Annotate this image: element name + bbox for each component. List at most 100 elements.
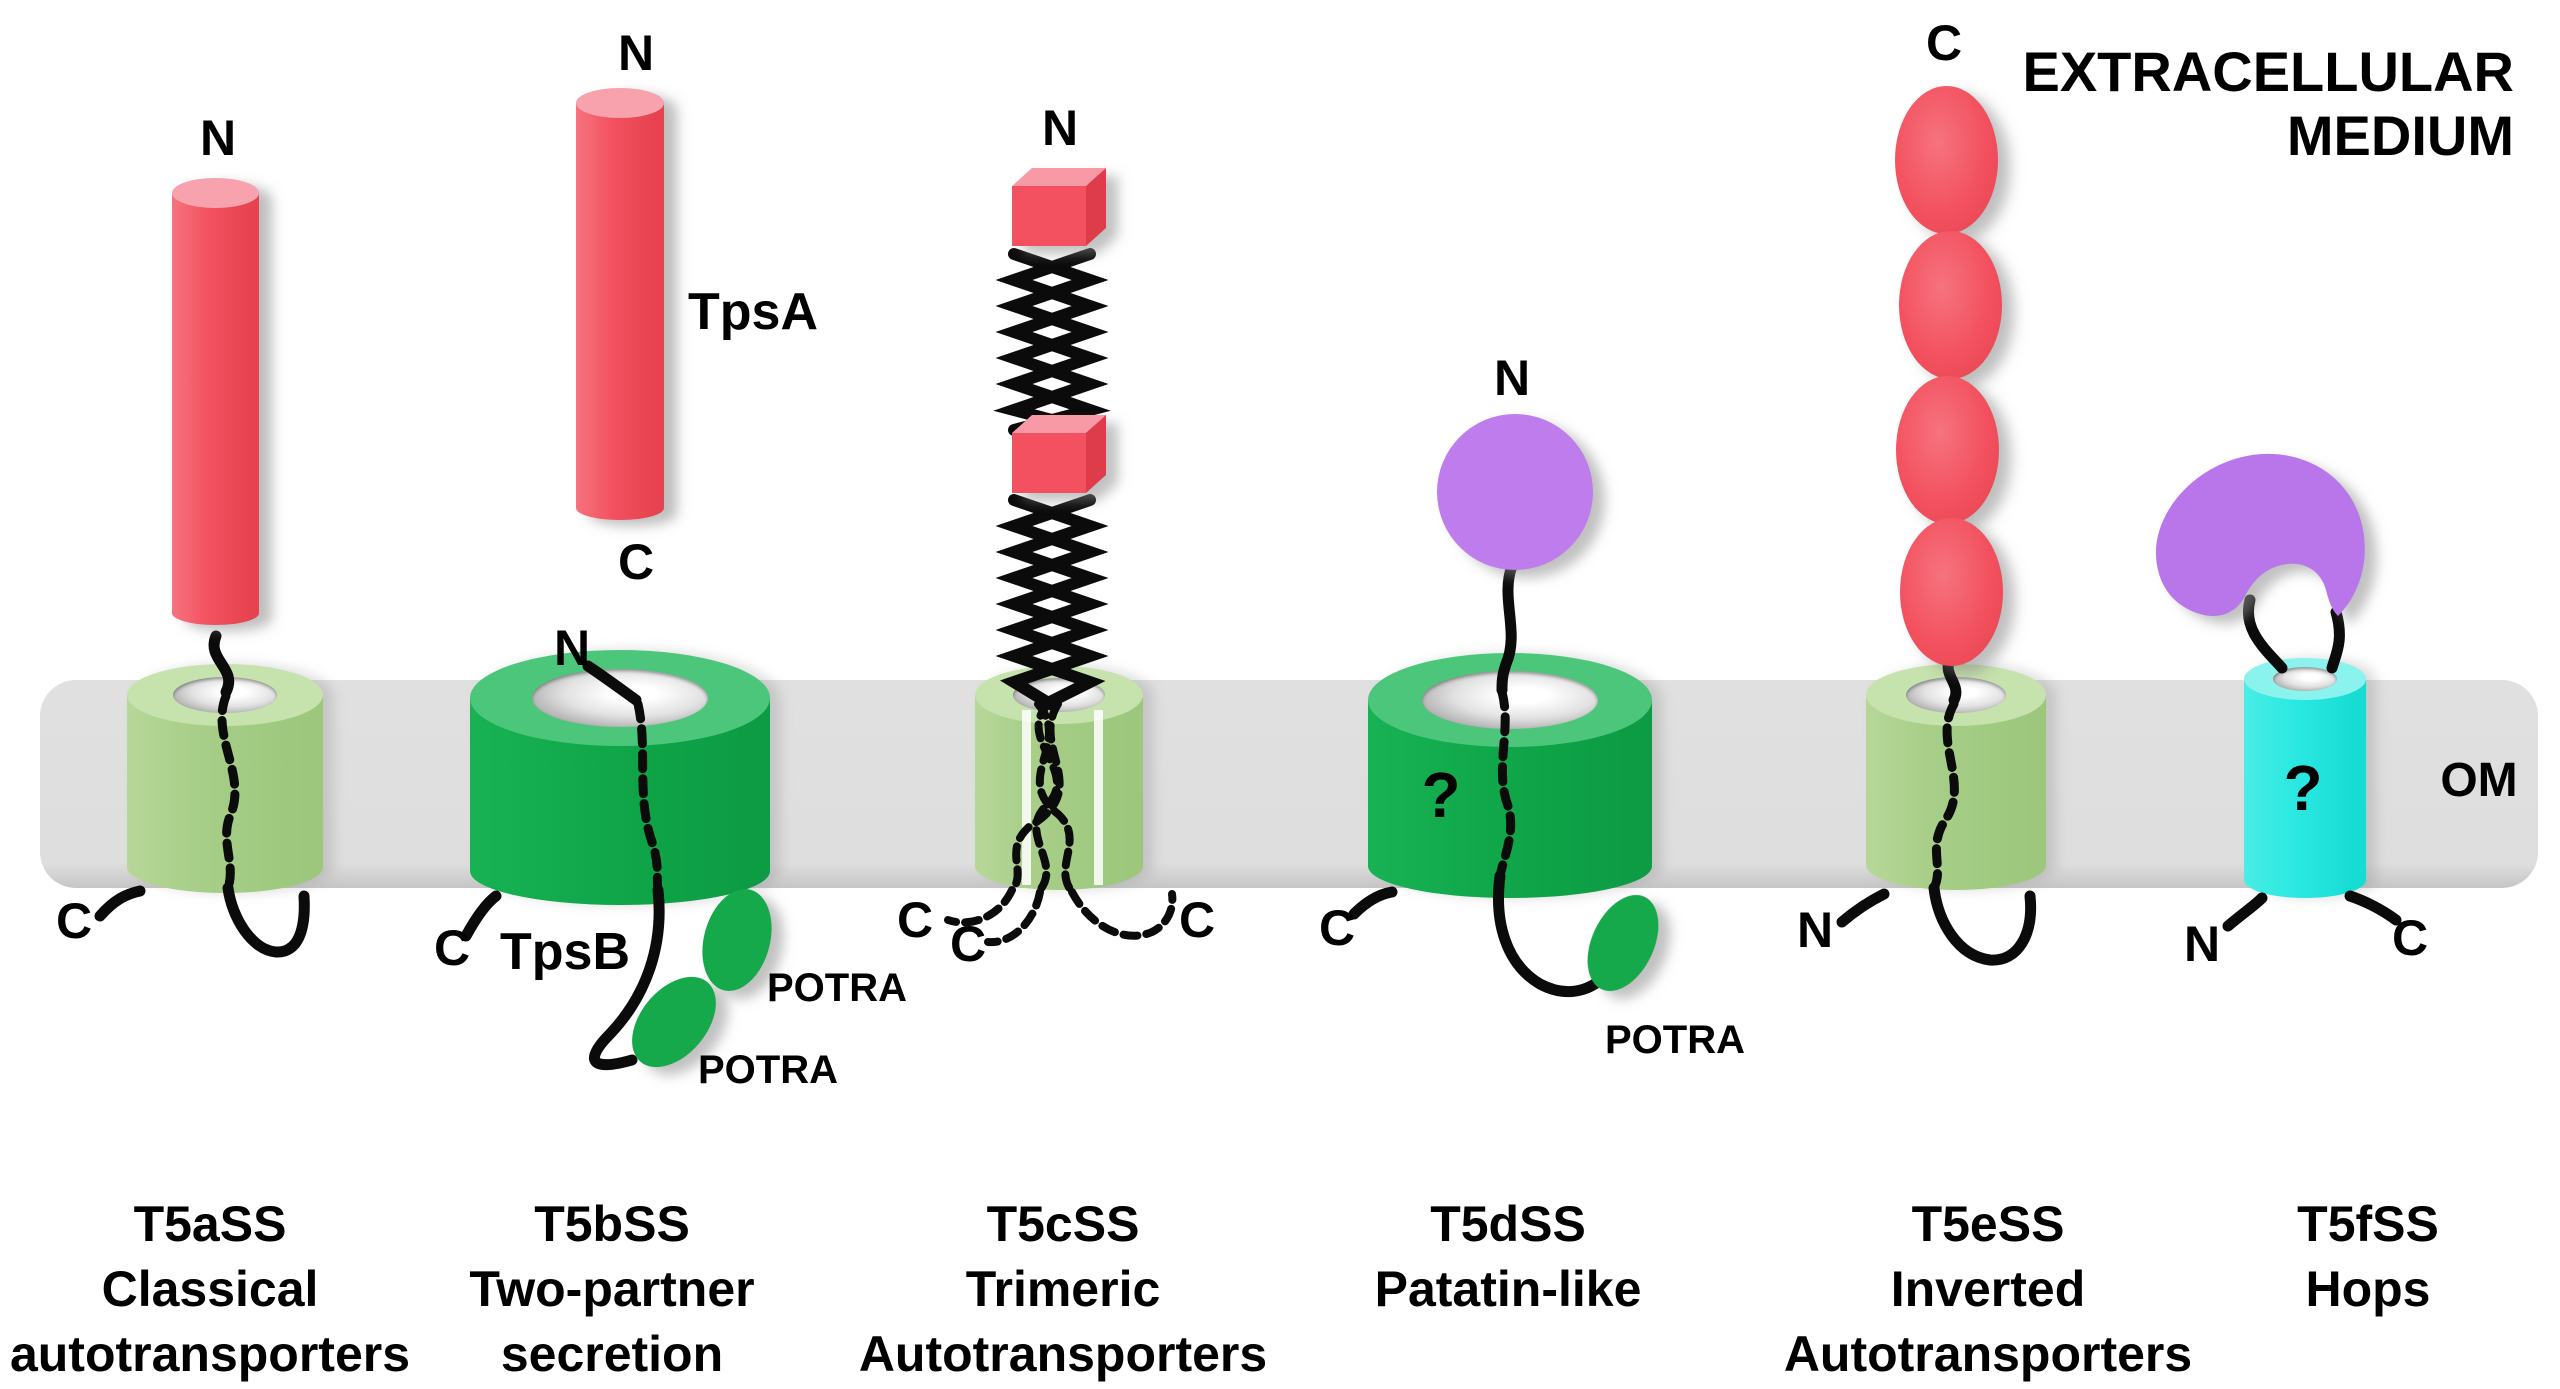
t5b-tpsa-n-label: N — [617, 25, 655, 81]
t5a-passenger-cylinder — [172, 178, 259, 640]
t5b-tpsa-cylinder — [576, 88, 664, 535]
outer-membrane-band — [40, 680, 2538, 888]
caption-line: T5aSS — [133, 1196, 287, 1252]
t5e-passenger-bead — [1899, 231, 2002, 379]
t5b-potra-domain — [632, 976, 716, 1068]
t5b-tpsa-c-label: C — [617, 534, 655, 590]
t5b-periplasmic-tail — [589, 884, 665, 1071]
caption-line: T5cSS — [986, 1196, 1140, 1252]
caption-line: T5dSS — [1430, 1196, 1586, 1252]
t5e-passenger-bead — [1896, 376, 1999, 524]
caption-line: secretion — [500, 1326, 724, 1382]
t5e-passenger-bead — [1895, 86, 1998, 234]
t5f-passenger-crescent — [2155, 453, 2365, 617]
caption-line: Autotransporters — [858, 1326, 1268, 1382]
t5a-c-terminus-link — [94, 885, 146, 922]
t5d-potra-domain — [1587, 894, 1659, 992]
t5d-unknown-label: ? — [1421, 759, 1461, 831]
t5b-tpsa-body — [576, 103, 664, 520]
caption-line: autotransporters — [9, 1326, 411, 1382]
caption-line: T5fSS — [2297, 1196, 2439, 1252]
caption-line: Two-partner — [469, 1261, 755, 1317]
caption-line: T5bSS — [534, 1196, 690, 1252]
t5b-n-entry-solid — [582, 660, 642, 706]
caption-line: Patatin-like — [1374, 1261, 1642, 1317]
t5a-passenger-body — [172, 193, 259, 625]
caption-t5ess: T5eSS Inverted Autotransporters — [1784, 1192, 2192, 1387]
t5d-strand-dashed — [1495, 687, 1516, 881]
t5c-strand-dashed — [1008, 700, 1064, 894]
t5a-linker-solid — [208, 630, 235, 698]
t5e-strand-dashed — [1929, 699, 1959, 893]
caption-line: Hops — [2305, 1261, 2431, 1317]
t5a-c-terminus-label: C — [55, 893, 93, 949]
t5f-crescent-leg — [2326, 606, 2345, 674]
t5c-coiled-coil-upper — [995, 248, 1111, 436]
t5c-barrel-subunit-divider — [1094, 710, 1103, 885]
t5b-tpsa-cap — [576, 88, 664, 118]
t5b-barrel-pore — [532, 669, 708, 727]
t5d-linker-solid — [1496, 560, 1518, 696]
t5b-strand-dashed — [633, 699, 663, 895]
t5c-c-terminus-label: C — [1178, 892, 1216, 948]
t5d-barrel-pore — [1422, 671, 1598, 729]
t5f-n-terminus-label: N — [2183, 916, 2221, 972]
t5b-potra-label: POTRA — [698, 1048, 838, 1092]
t5f-c-terminus-link — [2344, 890, 2402, 926]
caption-line: Autotransporters — [1783, 1326, 2193, 1382]
t5c-c-terminus-label: C — [949, 916, 987, 972]
t5d-potra-label: POTRA — [1605, 1018, 1745, 1062]
t5e-c-terminus-label: C — [1925, 15, 1963, 71]
om-label: OM — [2440, 754, 2518, 807]
t5f-crescent-leg — [2243, 594, 2288, 674]
t5b-barrel-n-label: N — [553, 620, 591, 676]
t5b-tpsa-label: TpsA — [688, 283, 818, 341]
t5a-strand-dashed — [217, 691, 240, 893]
t5b-potra-label: POTRA — [767, 966, 907, 1010]
t5b-tpsb-label: TpsB — [500, 923, 630, 981]
t5e-periplasmic-loop — [1928, 882, 2037, 966]
t5c-coiled-coil-lower — [995, 494, 1109, 710]
t5f-unknown-label: ? — [2283, 752, 2323, 824]
caption-line: Inverted — [1890, 1261, 2086, 1317]
domain-shapes — [632, 168, 2365, 1068]
t5a-passenger-cap — [172, 178, 259, 208]
caption-t5dss: T5dSS Patatin-like — [1375, 1192, 1642, 1322]
t5b-c-terminus-link — [460, 890, 502, 942]
t5e-n-terminus-link — [1836, 888, 1890, 928]
caption-line: Classical — [101, 1261, 319, 1317]
caption-t5fss: T5fSS Hops — [2297, 1192, 2439, 1322]
t5f-translocator-barrel — [2244, 658, 2366, 904]
t5b-tpsb-barrel — [470, 650, 770, 910]
t5b-c-terminus-label: C — [433, 920, 471, 976]
t5c-strand-dashed — [984, 888, 1044, 947]
t5d-c-terminus-label: C — [1318, 900, 1356, 956]
t5c-barrel-subunit-divider — [1022, 710, 1031, 885]
polypeptide-lines — [94, 248, 2402, 1071]
t5d-periplasmic-tail — [1493, 870, 1614, 997]
caption-line: T5eSS — [1911, 1196, 2065, 1252]
t5d-c-terminus-link — [1348, 886, 1398, 920]
t5c-coiled-coil-lower — [995, 494, 1109, 708]
t5c-c-terminus-label: C — [896, 892, 934, 948]
caption-t5bss: T5bSS Two-partner secretion — [469, 1192, 754, 1387]
extracellular-line2: MEDIUM — [2286, 104, 2514, 167]
t5c-strand-dashed — [1068, 888, 1177, 940]
extracellular-medium-label: EXTRACELLULAR MEDIUM — [2022, 40, 2514, 168]
t5a-periplasmic-loop — [222, 882, 310, 958]
t5d-patatin-domain — [1437, 414, 1593, 570]
t5f-c-terminus-label: C — [2391, 910, 2429, 966]
t5e-passenger-bead — [1900, 518, 2003, 666]
caption-t5css: T5cSS Trimeric Autotransporters — [859, 1192, 1267, 1387]
t5a-n-terminus-label: N — [199, 110, 237, 166]
extracellular-line1: EXTRACELLULAR — [2022, 40, 2514, 103]
t5f-barrel-body — [2244, 679, 2366, 898]
caption-line: Trimeric — [965, 1261, 1161, 1317]
caption-t5ass: T5aSS Classical autotransporters — [10, 1192, 410, 1387]
t5e-n-terminus-label: N — [1796, 902, 1834, 958]
t5c-strand-dashed — [1032, 700, 1061, 894]
t5f-n-terminus-link — [2222, 892, 2268, 932]
t5b-potra-domain — [702, 889, 772, 991]
